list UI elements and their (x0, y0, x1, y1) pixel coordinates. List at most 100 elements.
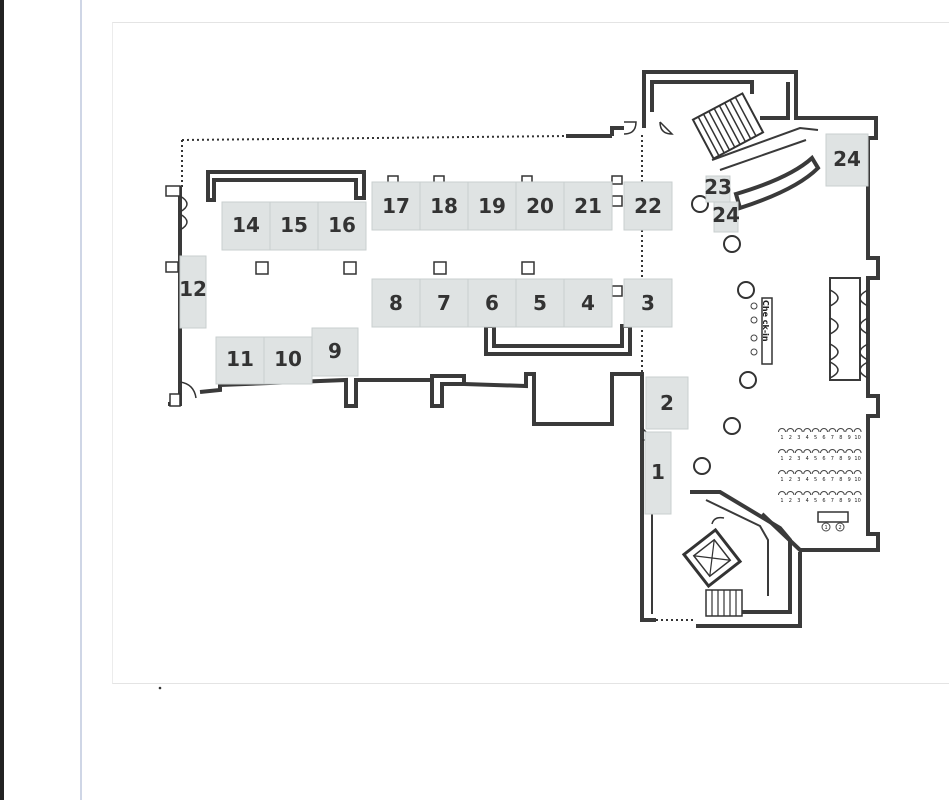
booth-19[interactable]: 19 (467, 181, 517, 231)
seat-number: 4 (806, 435, 809, 441)
seat[interactable] (811, 449, 820, 454)
booth-12[interactable]: 12 (179, 255, 207, 329)
booth-16[interactable]: 16 (317, 201, 367, 251)
seat[interactable] (786, 491, 795, 496)
seat[interactable] (786, 449, 795, 454)
svg-text:22: 22 (634, 194, 662, 218)
svg-text:8: 8 (389, 291, 403, 315)
svg-text:11: 11 (226, 347, 254, 371)
east-bay (829, 277, 861, 381)
seat[interactable] (845, 491, 854, 496)
booth-22[interactable]: 22 (623, 181, 673, 231)
seat[interactable] (845, 428, 854, 433)
booth-4[interactable]: 4 (563, 278, 613, 328)
staircase-south (705, 589, 743, 617)
seat[interactable] (828, 428, 837, 433)
booth-18[interactable]: 18 (419, 181, 469, 231)
seat-number: 5 (814, 435, 817, 441)
seat-number: 8 (839, 456, 842, 462)
booth-2[interactable]: 2 (645, 376, 689, 430)
seat-number: 9 (848, 456, 851, 462)
seat[interactable] (820, 449, 828, 454)
svg-text:5: 5 (533, 291, 547, 315)
round-tables (691, 195, 757, 475)
seat[interactable] (794, 449, 803, 454)
doors (179, 121, 869, 525)
seat[interactable] (820, 491, 828, 496)
seat[interactable] (778, 491, 786, 496)
seat-number: 8 (839, 435, 842, 441)
page-edge (0, 0, 4, 800)
seat[interactable] (853, 428, 862, 433)
booth-5[interactable]: 5 (515, 278, 565, 328)
seat[interactable] (845, 449, 854, 454)
seat-number: 1 (780, 435, 783, 441)
booth-3[interactable]: 3 (623, 278, 673, 328)
seat-number: 5 (814, 498, 817, 504)
booth-9[interactable]: 9 (311, 327, 359, 377)
booth-8[interactable]: 8 (371, 278, 421, 328)
booth-6[interactable]: 6 (467, 278, 517, 328)
booth-23[interactable]: 23 (704, 175, 732, 203)
seat[interactable] (803, 449, 812, 454)
seat[interactable] (803, 428, 812, 433)
seat[interactable] (778, 470, 786, 475)
seat[interactable] (828, 449, 837, 454)
stair-rail-2 (719, 139, 807, 171)
booth-24b[interactable]: 24 (825, 133, 869, 187)
seat[interactable] (786, 428, 795, 433)
seat[interactable] (803, 491, 812, 496)
svg-text:19: 19 (478, 194, 506, 218)
booth-17[interactable]: 17 (371, 181, 421, 231)
seat[interactable] (820, 428, 828, 433)
booth-24a[interactable]: 24 (712, 201, 740, 233)
seat[interactable] (836, 428, 845, 433)
seat[interactable] (853, 491, 862, 496)
booth-7[interactable]: 7 (419, 278, 469, 328)
seat-number: 4 (806, 477, 809, 483)
booths: 1 2 3 4 5 6 7 8 9 10 11 12 14 15 16 17 1… (179, 133, 869, 515)
seat[interactable] (836, 449, 845, 454)
stair-rail (711, 126, 819, 161)
seat[interactable] (811, 491, 820, 496)
booth-14[interactable]: 14 (221, 201, 271, 251)
booth-15[interactable]: 15 (269, 201, 319, 251)
seat[interactable] (786, 470, 795, 475)
staircase-north (691, 92, 765, 160)
booth-1[interactable]: 1 (644, 431, 672, 515)
svg-text:7: 7 (437, 291, 451, 315)
svg-text:2: 2 (660, 391, 674, 415)
checkin-chairs (750, 302, 758, 356)
seat[interactable] (820, 470, 828, 475)
checkin-desk[interactable]: Che ck-in (750, 297, 773, 365)
seat-number: 6 (822, 456, 825, 462)
seat-number: 8 (839, 498, 842, 504)
svg-text:3: 3 (641, 291, 655, 315)
booth-21[interactable]: 21 (563, 181, 613, 231)
booth-10[interactable]: 10 (263, 336, 313, 385)
booth-11[interactable]: 11 (215, 336, 265, 385)
seat[interactable] (828, 470, 837, 475)
svg-text:18: 18 (430, 194, 458, 218)
seat-number: 9 (848, 498, 851, 504)
curved-bar (733, 154, 821, 211)
svg-text:9: 9 (328, 339, 342, 363)
door-lobby-icon (711, 516, 725, 525)
seat[interactable] (794, 428, 803, 433)
booth-20[interactable]: 20 (515, 181, 565, 231)
seat[interactable] (794, 470, 803, 475)
seat[interactable] (794, 491, 803, 496)
lobby-inner-2 (705, 499, 769, 596)
seat-number: 7 (831, 435, 834, 441)
seat[interactable] (778, 428, 786, 433)
seat[interactable] (778, 449, 786, 454)
seat[interactable] (811, 428, 820, 433)
seat[interactable] (828, 491, 837, 496)
seat[interactable] (836, 470, 845, 475)
seat[interactable] (853, 470, 862, 475)
seat[interactable] (836, 491, 845, 496)
seat[interactable] (853, 449, 862, 454)
seat[interactable] (845, 470, 854, 475)
seat[interactable] (811, 470, 820, 475)
seat[interactable] (803, 470, 812, 475)
